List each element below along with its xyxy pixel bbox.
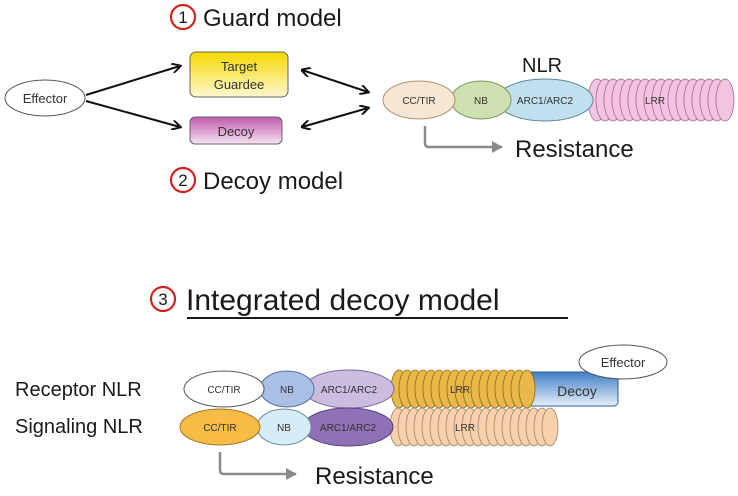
signaling-lrr-label: LRR — [455, 423, 475, 434]
guard-model-label: Guard model — [203, 5, 342, 32]
signaling-arc-label: ARC1/ARC2 — [320, 423, 377, 434]
number-1: 1 — [178, 8, 187, 27]
decoy-label: Decoy — [218, 124, 255, 139]
guardee-label: Guardee — [214, 77, 265, 92]
number-3: 3 — [158, 290, 167, 309]
number-marker-3 — [149, 285, 177, 313]
top-nb-label: NB — [474, 96, 488, 107]
top-cc-tir-domain — [382, 80, 456, 120]
number-marker-1 — [169, 3, 197, 31]
double-arrow-target-nlr — [302, 70, 368, 92]
bottom-resistance-label: Resistance — [315, 463, 434, 490]
effector-label-bottom: Effector — [601, 355, 646, 370]
signaling-nlr-label: Signaling NLR — [15, 416, 143, 438]
target-label: Target — [221, 59, 258, 74]
integrated-decoy-model-title: 3 Integrated decoy model — [149, 284, 568, 319]
bottom-resistance-arrow — [218, 452, 297, 480]
receptor-cc-tir-label: CC/TIR — [207, 385, 240, 396]
effector-label-top: Effector — [23, 91, 68, 106]
signaling-nlr: LRR ARC1/ARC2 NB CC/TIR — [179, 407, 559, 447]
top-arc-label: ARC1/ARC2 — [517, 96, 574, 107]
guard-model-title: 1 Guard model — [169, 3, 342, 32]
receptor-lrr-label: LRR — [450, 385, 470, 396]
top-lrr-label: LRR — [645, 96, 665, 107]
receptor-lrr-segments — [390, 369, 536, 409]
top-resistance-label: Resistance — [515, 136, 634, 163]
decoy-box — [189, 116, 283, 145]
target-guardee-box — [189, 51, 289, 98]
signaling-nb-label: NB — [277, 423, 291, 434]
signaling-cc-tir-label: CC/TIR — [203, 423, 236, 434]
receptor-nlr: Decoy LRR ARC1/ARC2 NB CC/TIR — [183, 369, 619, 409]
arrow-effector-to-target — [85, 66, 180, 96]
receptor-nb-label: NB — [280, 385, 294, 396]
signaling-lrr-segments — [389, 407, 559, 447]
signaling-cc-tir-domain — [179, 408, 261, 446]
top-cc-tir-label: CC/TIR — [402, 96, 435, 107]
number-2: 2 — [178, 171, 187, 190]
receptor-cc-tir-domain — [183, 370, 265, 408]
top-resistance-arrow — [423, 126, 503, 153]
double-arrow-decoy-nlr — [302, 108, 368, 127]
number-marker-2 — [169, 166, 197, 194]
top-nlr: LRR ARC1/ARC2 NB CC/TIR — [382, 78, 735, 122]
nlr-label: NLR — [522, 55, 562, 77]
receptor-decoy-label: Decoy — [557, 383, 597, 399]
effector-ellipse-top — [4, 79, 86, 117]
top-lrr-segments — [587, 78, 735, 122]
decoy-model-title: 2 Decoy model — [169, 166, 343, 195]
integrated-decoy-model-label: Integrated decoy model — [186, 284, 500, 317]
effector-ellipse-bottom — [578, 344, 668, 380]
receptor-arc-label: ARC1/ARC2 — [321, 385, 378, 396]
receptor-nlr-label: Receptor NLR — [15, 379, 142, 401]
arrow-effector-to-decoy — [85, 100, 180, 127]
decoy-model-label: Decoy model — [203, 168, 343, 195]
